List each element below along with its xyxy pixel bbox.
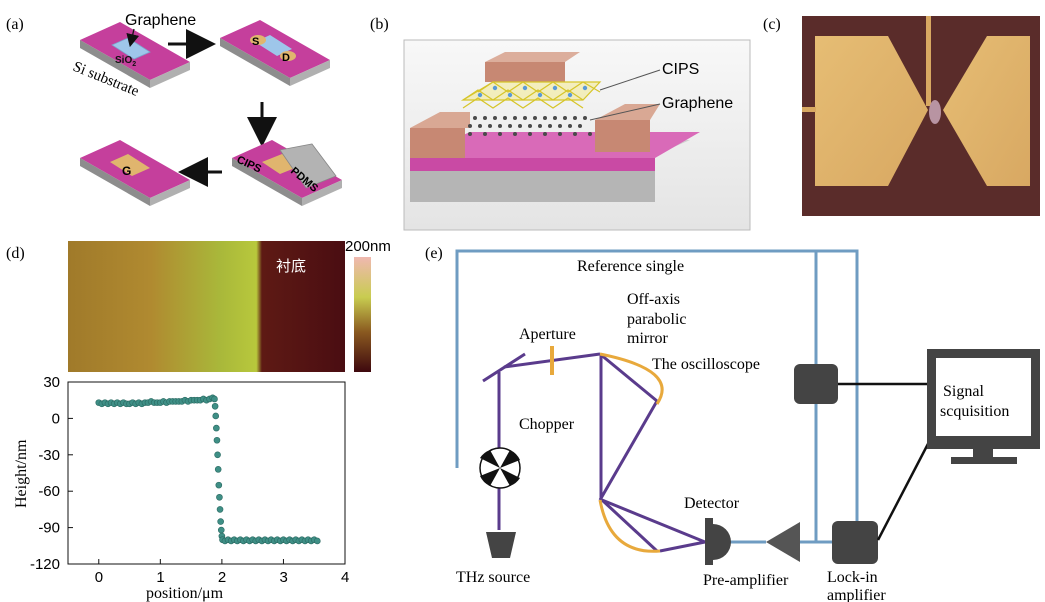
afm-region-label: 衬底 bbox=[276, 258, 306, 275]
si-layer bbox=[410, 170, 655, 202]
lockin-amplifier-icon bbox=[832, 521, 878, 564]
panel-e-tag: (e) bbox=[425, 245, 443, 262]
panel-d: (d) 衬底 200nm 0 1 2 3 4 30 0 -30 -60 -90 -120 Heigh… bbox=[6, 238, 391, 602]
x-axis-label: position/μm bbox=[146, 585, 224, 602]
data-point bbox=[213, 436, 221, 444]
x-tick-label: 0 bbox=[95, 569, 103, 586]
y-tick-label: -90 bbox=[38, 520, 60, 537]
detector-label: Detector bbox=[684, 495, 740, 512]
left-electrode bbox=[410, 112, 470, 158]
lockin-label-2: amplifier bbox=[827, 587, 886, 602]
device-flake bbox=[929, 100, 941, 124]
y-tick-label: 30 bbox=[43, 374, 60, 391]
panel-d-tag: (d) bbox=[6, 245, 25, 262]
data-point bbox=[213, 424, 220, 432]
upper-parabolic-mirror bbox=[599, 352, 664, 405]
panel-b: (b) bbox=[370, 16, 751, 231]
top-lead bbox=[926, 16, 931, 106]
chip-step2: S D bbox=[220, 20, 330, 86]
data-point bbox=[212, 412, 220, 420]
x-tick-label: 1 bbox=[156, 569, 164, 586]
preamp-icon bbox=[766, 522, 800, 562]
graphene-label-b: Graphene bbox=[662, 95, 733, 112]
panel-a: (a) SiO2 Graphene Si substrate S D bbox=[6, 12, 342, 206]
aperture-label: Aperture bbox=[519, 326, 576, 343]
y-tick-label: -30 bbox=[38, 447, 60, 464]
chopper-icon bbox=[479, 447, 521, 489]
data-point bbox=[211, 402, 219, 410]
chopper-label: Chopper bbox=[519, 416, 575, 433]
data-point bbox=[211, 395, 218, 403]
graphene-label-a: Graphene bbox=[125, 12, 196, 29]
data-point bbox=[214, 466, 222, 473]
signal-label-2: scquisition bbox=[940, 403, 1009, 420]
graphene-pointer bbox=[126, 28, 140, 48]
cips-lattice bbox=[460, 81, 602, 109]
data-point bbox=[215, 481, 223, 489]
y-tick-label: -120 bbox=[30, 556, 60, 573]
panel-e: (e) Reference single bbox=[425, 245, 1040, 602]
oscilloscope-label: The oscilloscope bbox=[652, 356, 760, 373]
lower-parabolic-mirror bbox=[598, 499, 661, 553]
x-tick-label: 3 bbox=[279, 569, 287, 586]
side-lead bbox=[802, 107, 816, 112]
plot-frame bbox=[67, 381, 346, 565]
afm-image bbox=[68, 241, 345, 372]
data-point bbox=[216, 506, 224, 513]
mirror-label-3: mirror bbox=[627, 330, 669, 347]
detector-icon bbox=[705, 518, 731, 565]
graphene-pointer-b bbox=[589, 103, 661, 121]
data-point bbox=[313, 537, 321, 545]
preamp-label: Pre-amplifier bbox=[703, 572, 789, 589]
y-tick-label: 0 bbox=[52, 410, 60, 427]
chip-step1: SiO2 bbox=[80, 22, 190, 88]
data-point bbox=[217, 518, 224, 525]
colorbar bbox=[354, 257, 371, 372]
data-point bbox=[214, 451, 221, 459]
reference-label: Reference single bbox=[577, 258, 684, 275]
panel-b-tag: (b) bbox=[370, 16, 389, 33]
colorbar-label: 200nm bbox=[345, 238, 391, 255]
lockin-label-1: Lock-in bbox=[827, 569, 878, 586]
monitor-icon bbox=[927, 349, 1040, 464]
x-tick-label: 2 bbox=[218, 569, 226, 586]
chip-step4: G bbox=[80, 140, 190, 206]
graphene-lattice bbox=[468, 116, 592, 136]
mirror-label-1: Off-axis bbox=[627, 291, 680, 308]
panel-c-tag: (c) bbox=[763, 16, 781, 33]
drain-label: D bbox=[282, 52, 290, 64]
sio2-label: SiO2 bbox=[115, 55, 136, 68]
oscilloscope-icon bbox=[794, 364, 838, 404]
data-point bbox=[217, 526, 225, 534]
source-label: S bbox=[252, 36, 259, 48]
beam-path bbox=[482, 352, 706, 553]
y-tick-label: -60 bbox=[38, 483, 60, 500]
right-pad bbox=[943, 36, 1030, 186]
y-axis-label: Height/nm bbox=[13, 439, 30, 508]
x-tick-label: 4 bbox=[341, 569, 349, 586]
chip-step3: CIPS PDMS bbox=[232, 140, 342, 206]
thz-source-label: THz source bbox=[456, 569, 530, 586]
left-pad bbox=[815, 36, 928, 186]
thz-source-icon bbox=[486, 532, 516, 558]
panel-c: (c) bbox=[763, 16, 1040, 216]
mirror-label-2: parabolic bbox=[627, 311, 687, 328]
cips-pointer bbox=[599, 69, 661, 91]
data-point bbox=[216, 493, 223, 501]
panel-a-tag: (a) bbox=[6, 16, 24, 33]
height-profile-chart: 0 1 2 3 4 30 0 -30 -60 -90 -120 bbox=[30, 374, 349, 586]
lockin-to-monitor-line bbox=[876, 439, 932, 541]
sio2-layer bbox=[410, 158, 655, 171]
signal-label-1: Signal bbox=[943, 383, 984, 400]
gate-label: G bbox=[122, 164, 131, 178]
cips-label-b: CIPS bbox=[662, 61, 699, 78]
cips-atoms bbox=[477, 85, 588, 98]
top-electrode bbox=[485, 52, 580, 82]
